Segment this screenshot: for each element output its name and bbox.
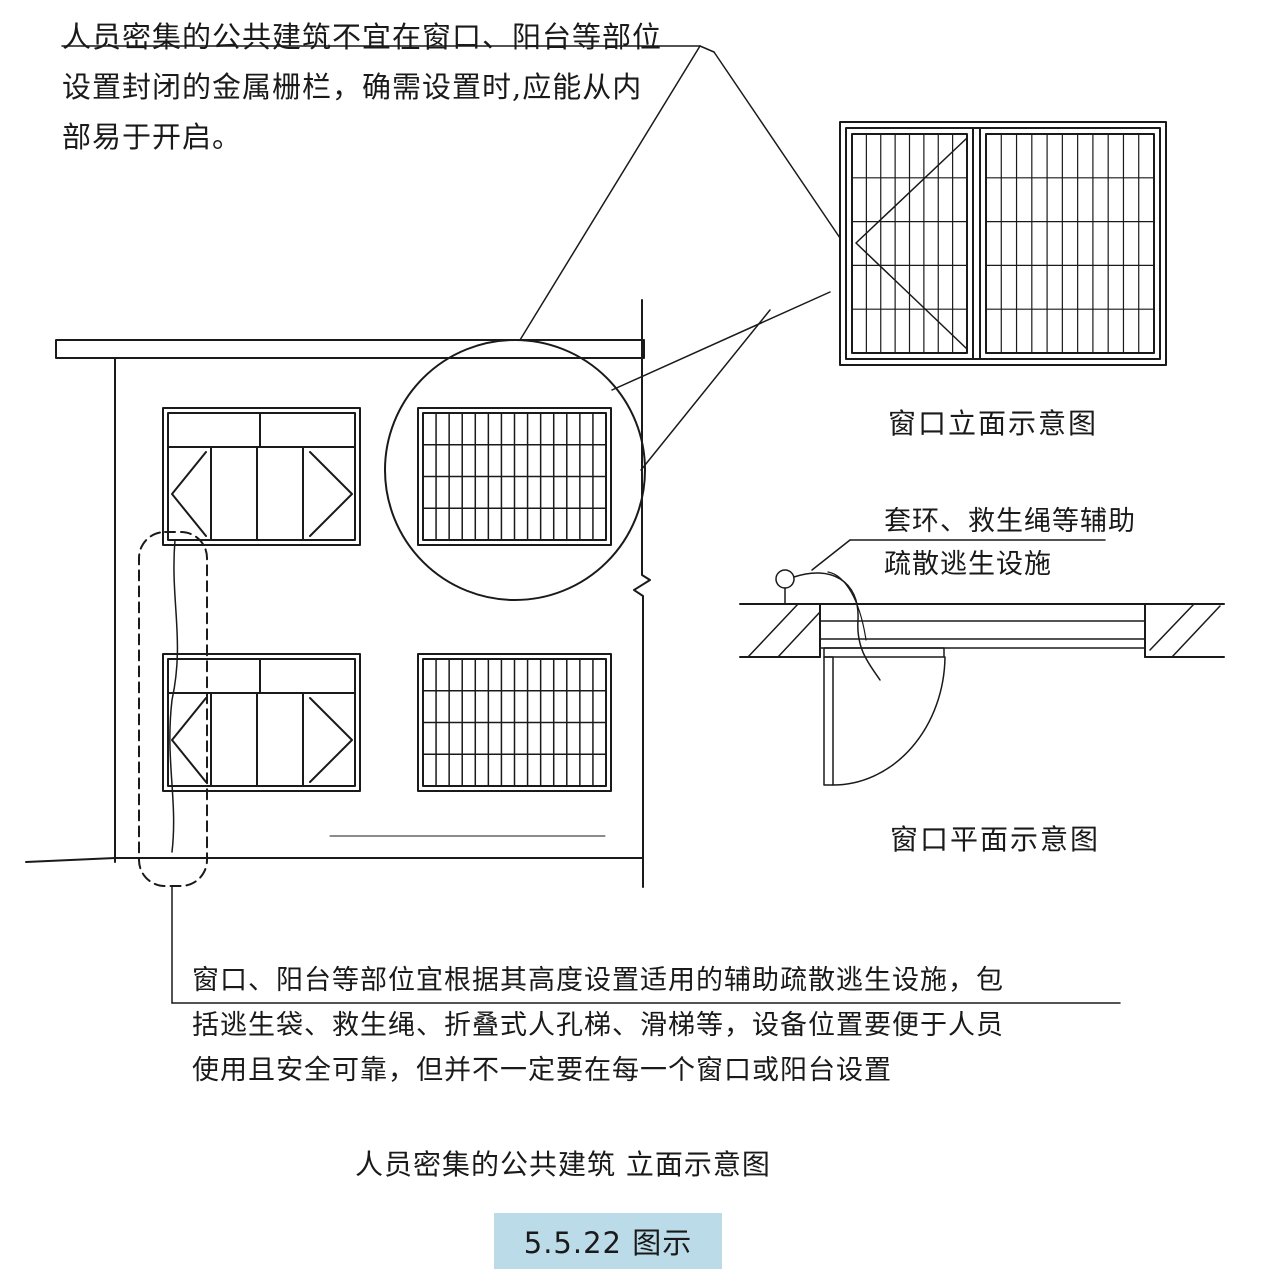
top-note-line: 设置封闭的金属栅栏，确需设置时,应能从内 (62, 70, 643, 104)
aid-facility-note: 套环、救生绳等辅助 疏散逃生设施 (884, 500, 1136, 586)
wall-hatch-right (1149, 603, 1221, 658)
window-elevation-label: 窗口立面示意图 (888, 407, 1099, 440)
figure-number-badge: 5.5.22 图示 (494, 1213, 722, 1269)
aid-note-line: 套环、救生绳等辅助 (884, 506, 1136, 537)
detail-pointer-lines (519, 45, 841, 471)
detail-circle (384, 339, 646, 601)
casement-window-lower (162, 653, 361, 792)
top-note: 人员密集的公共建筑不宜在窗口、阳台等部位 设置封闭的金属栅栏，确需设置时,应能从… (62, 12, 662, 162)
window-elevation-detail (839, 121, 1167, 366)
grilled-window-lower (417, 653, 612, 792)
door-swing-arc (832, 656, 946, 786)
escape-rope-zone (138, 531, 1121, 1004)
building-outline (25, 299, 651, 888)
escape-rope (169, 539, 179, 853)
ground-line (25, 857, 644, 863)
bottom-note-line: 括逃生袋、救生绳、折叠式人孔梯、滑梯等，设备位置要便于人员 (192, 1010, 1004, 1041)
bottom-note-line: 窗口、阳台等部位宜根据其高度设置适用的辅助疏散逃生设施，包 (192, 965, 1004, 996)
rescue-ring (775, 569, 795, 605)
casement-window-upper (162, 407, 361, 546)
building-right-wall (633, 299, 651, 888)
top-note-line: 人员密集的公共建筑不宜在窗口、阳台等部位 (62, 20, 663, 54)
wall-hatch-left (747, 603, 821, 658)
figure-number: 5.5.22 图示 (523, 1226, 693, 1260)
grilled-window-upper (417, 407, 612, 546)
aid-note-line: 疏散逃生设施 (884, 549, 1052, 580)
top-note-line: 部易于开启。 (62, 120, 243, 154)
bottom-note: 窗口、阳台等部位宜根据其高度设置适用的辅助疏散逃生设施，包 括逃生袋、救生绳、折… (192, 958, 1004, 1093)
window-plan-label: 窗口平面示意图 (890, 823, 1101, 856)
window-plan-detail (739, 539, 1225, 786)
rescue-rope (793, 572, 881, 681)
bottom-note-line: 使用且安全可靠，但并不一定要在每一个窗口或阳台设置 (192, 1055, 892, 1086)
roof-slab (55, 339, 645, 359)
main-title: 人员密集的公共建筑 立面示意图 (355, 1148, 771, 1181)
